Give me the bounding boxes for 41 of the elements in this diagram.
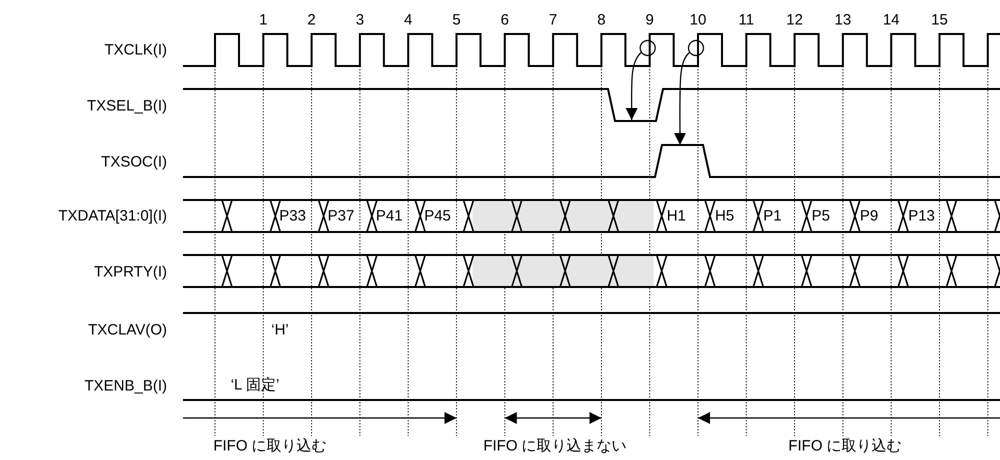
signal-name: TXCLK(I) (104, 42, 167, 58)
cycle-number: 15 (931, 12, 948, 28)
cycle-number: 2 (307, 12, 316, 28)
range-note: FIFO に取り込む (788, 438, 902, 454)
data-value: P9 (860, 208, 878, 224)
timing-circle (688, 40, 704, 56)
signal-name: TXSOC(I) (101, 154, 167, 170)
data-value: P1 (763, 208, 782, 224)
cycle-number: 3 (356, 12, 364, 28)
cycle-number: 7 (548, 12, 558, 28)
signal-name: TXPRTY(I) (94, 264, 167, 280)
data-value: P37 (328, 208, 354, 224)
data-value: P41 (376, 208, 403, 224)
range-note: FIFO に取り込む (213, 438, 327, 454)
data-value: P45 (424, 208, 451, 224)
data-value: P5 (812, 208, 830, 224)
arrow (626, 52, 642, 120)
cycle-number: 11 (738, 12, 754, 28)
data-value: H1 (666, 208, 686, 224)
signal-name: TXCLAV(O) (88, 322, 167, 338)
cycle-number: 5 (452, 12, 461, 28)
data-value: P33 (279, 208, 306, 224)
arrow (674, 52, 690, 145)
cycle-number: 4 (404, 12, 412, 28)
cycle-number: 9 (646, 12, 654, 28)
signal-name: TXENB_B(I) (84, 378, 167, 394)
signal-name: TXSEL_B(I) (86, 98, 167, 114)
cycle-number: 12 (786, 12, 803, 28)
level-note: ‘L 固定’ (230, 378, 280, 392)
cycle-number: 8 (597, 12, 606, 28)
cycle-number: 6 (500, 12, 509, 28)
cycle-number: 13 (834, 12, 852, 28)
timing-circle (640, 40, 656, 56)
range-note: FIFO に取り込まない (483, 438, 627, 454)
data-value: P13 (908, 208, 935, 224)
level-note: ‘H’ (271, 322, 289, 338)
cycle-number: 14 (882, 12, 900, 28)
cycle-number: 10 (690, 12, 706, 28)
cycle-number: 1 (259, 12, 268, 28)
signal-name: TXDATA[31:0](I) (58, 208, 167, 224)
data-value: H5 (715, 208, 734, 224)
